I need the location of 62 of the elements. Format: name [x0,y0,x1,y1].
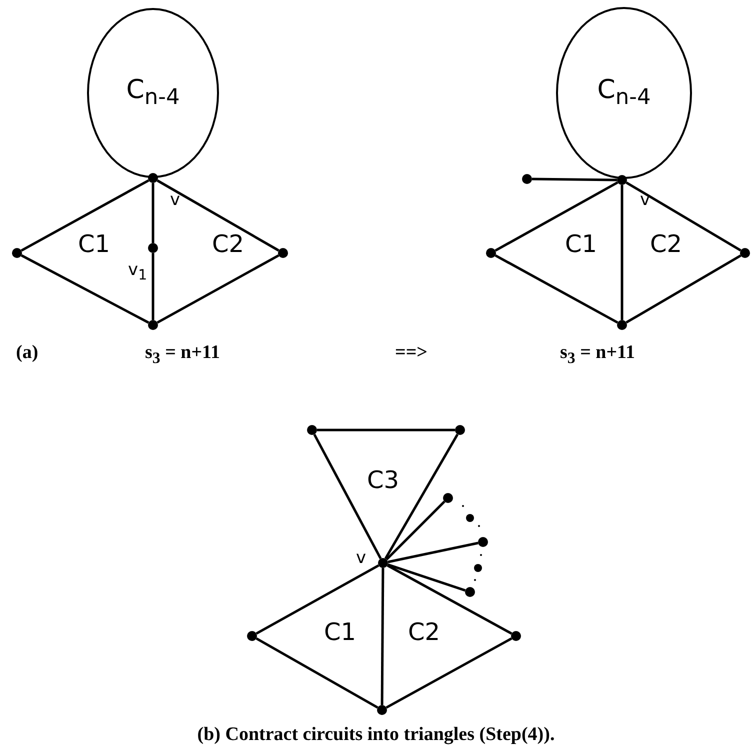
vertex-dot [486,248,496,258]
vertex-dot [247,631,257,641]
graph-edge [626,181,742,252]
annotation-text: s$_{3}$ = n+11 [560,343,635,367]
annotation-text: (a) [16,343,38,362]
graph-edge [20,254,150,324]
vertex-dot [617,320,627,330]
graph-edge [256,564,380,635]
face-label: C2 [212,232,244,256]
vertex-dot [617,175,627,185]
vertex-dot [455,425,465,435]
graph-edge [380,568,384,705]
vertex-dot [465,587,475,597]
vertex-dot [378,558,388,568]
face-label: C3 [367,468,400,492]
graph-edge [620,185,624,320]
graph-edge [386,637,512,709]
graph-edge [386,500,446,560]
annotation-text: ==> [395,343,428,362]
graph-edge [494,181,618,252]
graph-edge [317,428,455,432]
graph-edge [532,178,618,182]
face-label: C2 [408,620,440,644]
graph-edge [156,179,280,252]
graph-edge [313,434,382,560]
graph-edge [152,253,154,320]
vertex-dot [278,248,288,258]
figure-caption: (b) Contract circuits into triangles (Step(4)). [196,725,556,744]
circuit-loop [87,8,219,178]
vertex-label: v [356,550,366,567]
graph-edge [20,179,150,252]
vertex-label: v [170,192,180,209]
vertex-dot [443,493,453,503]
circuit-label: C$_{n-4}$ [597,75,651,111]
graph-edge [388,542,478,564]
face-label: C1 [324,620,356,644]
face-label: C1 [565,232,598,256]
vertex-dot [478,537,488,547]
vertex-label: v$_{1}$ [128,262,148,283]
graph-edge [384,434,459,560]
vertex-dot [307,425,317,435]
vertex-dot [511,631,521,641]
graph-edge [386,564,512,635]
graph-edge [626,254,742,324]
vertex-dot [148,173,158,183]
vertex-dot [522,174,532,184]
vertex-dot [740,248,750,258]
circuit-label: C$_{n-4}$ [126,75,180,111]
vertex-dot [377,705,387,715]
graph-edge [256,637,378,709]
annotation-text: s$_{3}$ = n+11 [145,343,220,367]
vertex-dot [12,248,22,258]
vertex-dot [148,320,158,330]
circuit-loop [556,7,692,179]
vertex-label: v [640,192,650,209]
graph-edge [156,254,280,324]
graph-edge [152,183,154,243]
face-label: C2 [650,232,682,256]
vertex-dot [148,243,158,253]
graph-edge [387,563,466,592]
face-label: C1 [78,232,110,256]
graph-edge [494,254,618,324]
